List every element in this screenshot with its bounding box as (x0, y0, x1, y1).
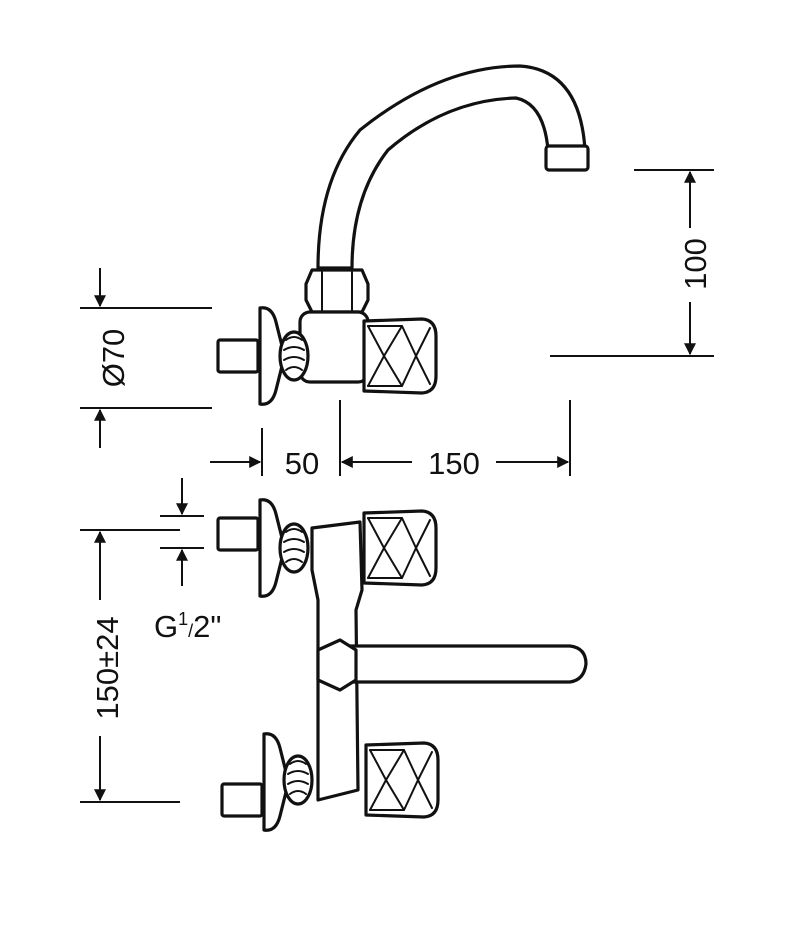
horizontal-dimensions: 50 150 (210, 400, 571, 481)
spout-arm (316, 64, 587, 270)
spout-aerator (544, 144, 590, 172)
inlet-connector (216, 338, 260, 374)
centres-label: 150±24 (90, 616, 125, 719)
centres-dimension: 150±24 (80, 529, 180, 803)
spout-reach-label: 150 (428, 446, 480, 481)
spout-nut (304, 268, 370, 314)
lower-spout (328, 644, 588, 684)
lower-inlet-connector (220, 782, 264, 818)
thread-dimension: G1/2" (154, 478, 221, 644)
bottom-view (216, 498, 588, 832)
diameter-label: Ø70 (96, 329, 131, 388)
spout-height-label: 100 (678, 238, 713, 290)
spout-collar (316, 638, 358, 692)
diameter-dimension: Ø70 (80, 268, 212, 448)
upper-inlet-connector (216, 516, 260, 552)
valve-body (298, 310, 370, 384)
top-view (216, 64, 590, 406)
thread-label: G1/2" (154, 609, 221, 644)
projection-label: 50 (285, 446, 319, 481)
spout-height-dimension: 100 (550, 169, 714, 357)
